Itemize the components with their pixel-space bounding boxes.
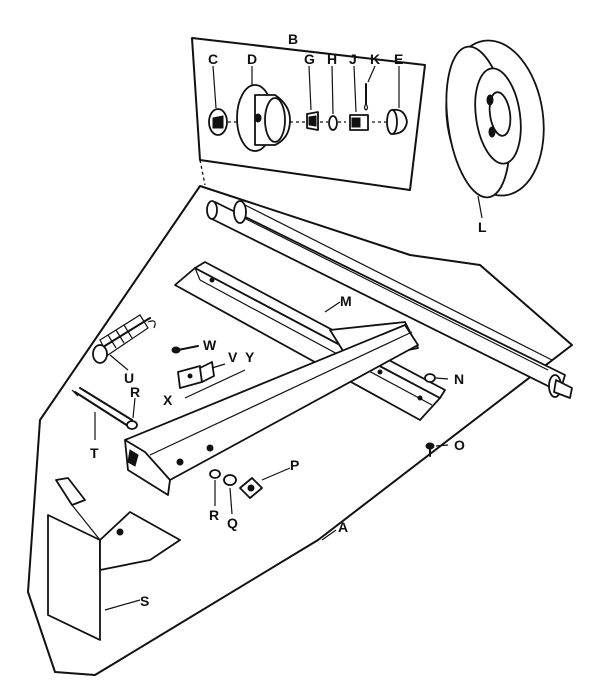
wheel-rim-l bbox=[445, 39, 545, 219]
label-v: V bbox=[228, 349, 238, 365]
part-labels: B C D G H J K E L M N O P Q R R S T U V … bbox=[90, 31, 487, 609]
label-o: O bbox=[454, 437, 465, 453]
label-x: X bbox=[163, 392, 173, 408]
bracket-v-y bbox=[177, 361, 226, 389]
lower-channel-beam bbox=[124, 324, 419, 496]
a-lead bbox=[321, 529, 337, 541]
label-l: L bbox=[478, 219, 487, 235]
label-g: G bbox=[304, 51, 315, 67]
label-c: C bbox=[208, 51, 218, 67]
dust-cap-e bbox=[386, 108, 408, 135]
bearing-cone-g bbox=[306, 111, 319, 131]
spring-u bbox=[92, 314, 156, 371]
hub-kit-parts bbox=[208, 65, 408, 152]
x-lead bbox=[184, 369, 246, 399]
rod-t bbox=[71, 387, 133, 440]
nut-j bbox=[349, 114, 369, 131]
bolt-o bbox=[425, 442, 449, 457]
label-b: B bbox=[288, 31, 298, 47]
bearing-cone-c bbox=[208, 108, 228, 136]
label-r-lower: R bbox=[209, 507, 219, 523]
washer-h bbox=[328, 115, 338, 131]
label-y: Y bbox=[245, 349, 255, 365]
cotter-pin-k bbox=[363, 83, 369, 111]
label-p: P bbox=[290, 457, 299, 473]
m-lead bbox=[324, 301, 341, 313]
bolt-w bbox=[171, 345, 199, 354]
wheel-hub-d bbox=[236, 84, 291, 152]
label-d: D bbox=[247, 51, 257, 67]
label-q: Q bbox=[227, 515, 238, 531]
label-t: T bbox=[90, 445, 99, 461]
label-h: H bbox=[327, 51, 337, 67]
assembly-boundary bbox=[27, 185, 573, 676]
nut-n bbox=[424, 373, 449, 383]
nut-p bbox=[239, 467, 291, 499]
bracket-s bbox=[47, 477, 181, 641]
label-a: A bbox=[338, 519, 348, 535]
label-w: W bbox=[203, 337, 217, 353]
axle-beam bbox=[206, 200, 573, 399]
label-k: K bbox=[370, 51, 380, 67]
label-j: J bbox=[349, 51, 357, 67]
label-e: E bbox=[394, 51, 403, 67]
label-m: M bbox=[340, 293, 352, 309]
label-n: N bbox=[454, 371, 464, 387]
label-s: S bbox=[140, 593, 149, 609]
washer-r-upper bbox=[126, 397, 138, 430]
lock-washer-q bbox=[223, 474, 237, 515]
washer-r-lower bbox=[209, 469, 221, 506]
label-r-upper: R bbox=[130, 384, 140, 400]
hub-kit-box bbox=[191, 37, 426, 191]
label-u: U bbox=[124, 370, 134, 386]
